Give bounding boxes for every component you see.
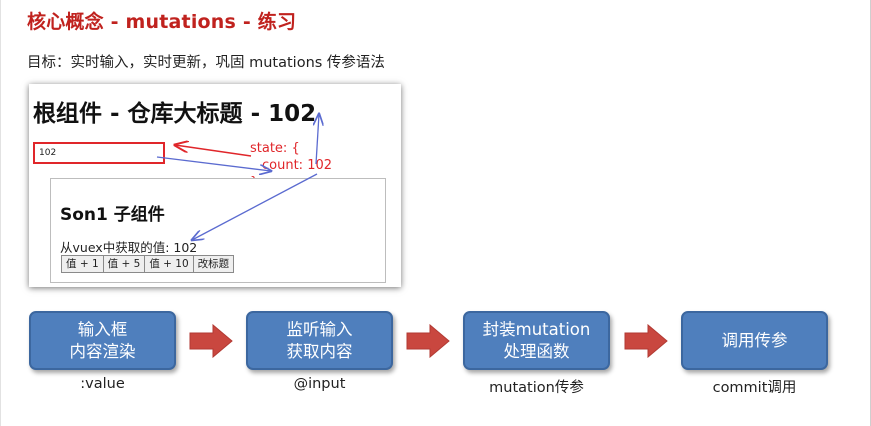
count-input[interactable] bbox=[33, 142, 165, 164]
demo-screenshot: 根组件 - 仓库大标题 - 102 state: { count: 102 } … bbox=[29, 84, 401, 287]
step-listen-input: 监听输入 获取内容 bbox=[246, 311, 393, 370]
change-title-button[interactable]: 改标题 bbox=[192, 255, 235, 273]
caption-value-binding: :value bbox=[80, 376, 125, 392]
son1-button-group: 值 + 1 值 + 5 值 + 10 改标题 bbox=[61, 255, 235, 273]
step-3-line-1: 封装mutation bbox=[482, 319, 591, 339]
caption-commit-call: commit调用 bbox=[712, 380, 797, 396]
add-1-button[interactable]: 值 + 1 bbox=[61, 255, 104, 273]
slide-left-edge bbox=[0, 0, 1, 426]
arrow-state-to-title bbox=[316, 114, 319, 165]
slide-goal: 目标：实时输入，实时更新，巩固 mutations 传参语法 bbox=[27, 55, 385, 71]
right-arrow-icon bbox=[624, 324, 668, 358]
add-5-button[interactable]: 值 + 5 bbox=[102, 255, 146, 273]
son1-component-box: Son1 子组件 从vuex中获取的值: 102 值 + 1 值 + 5 值 +… bbox=[50, 178, 386, 283]
caption-mutation-param: mutation传参 bbox=[489, 380, 584, 396]
arrow-input-to-state bbox=[156, 156, 271, 171]
caption-input-event: @input bbox=[293, 376, 346, 392]
step-1-line-1: 输入框 bbox=[77, 319, 128, 339]
slide-title: 核心概念 - mutations - 练习 bbox=[27, 11, 297, 33]
step-2-line-1: 监听输入 bbox=[286, 319, 353, 339]
add-10-button[interactable]: 值 + 10 bbox=[144, 255, 194, 273]
state-code-line2: count: 102 bbox=[262, 158, 333, 173]
arrow-state-to-input bbox=[175, 145, 252, 157]
root-component-title: 根组件 - 仓库大标题 - 102 bbox=[33, 101, 317, 127]
son1-title: Son1 子组件 bbox=[60, 205, 165, 225]
step-mutation-handler: 封装mutation 处理函数 bbox=[463, 311, 610, 370]
step-2-line-2: 获取内容 bbox=[286, 341, 353, 361]
right-arrow-icon bbox=[189, 324, 233, 358]
right-arrow-icon bbox=[406, 324, 450, 358]
state-code-line1: state: { bbox=[250, 141, 300, 156]
step-input-render: 输入框 内容渲染 bbox=[29, 311, 176, 370]
step-4-line-1: 调用传参 bbox=[721, 330, 788, 350]
step-3-line-2: 处理函数 bbox=[503, 341, 570, 361]
step-1-line-2: 内容渲染 bbox=[69, 341, 136, 361]
son1-value-text: 从vuex中获取的值: 102 bbox=[60, 240, 198, 255]
step-commit-call: 调用传参 bbox=[681, 311, 828, 370]
